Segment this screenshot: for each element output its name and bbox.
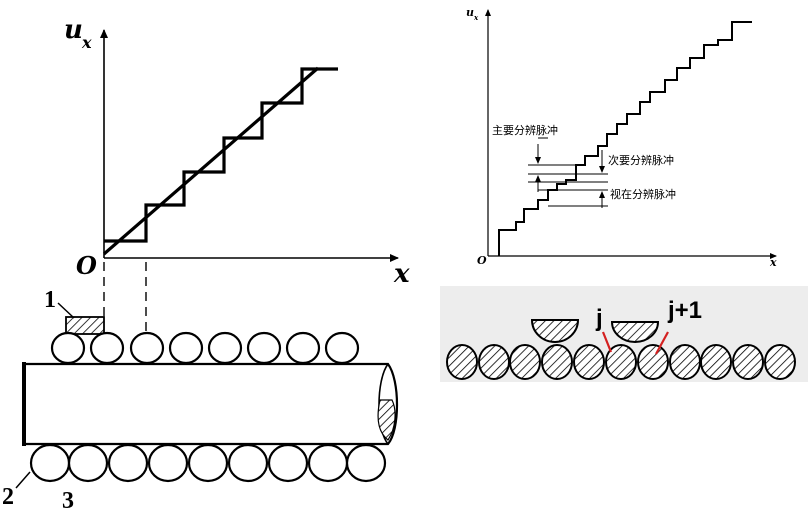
ball — [605, 344, 637, 380]
ball — [669, 344, 701, 380]
right-origin-label: O — [477, 254, 487, 267]
left-diagram: u x x O 1 — [2, 15, 410, 514]
right-chart: u x x O 主要分辨脉冲 次要分辨脉冲 视在分辨脉冲 — [466, 6, 777, 269]
grating-sensor-j-plus-1 — [610, 321, 660, 343]
grating-label-j-plus-1: j+1 — [667, 297, 702, 324]
grating-ball-row — [446, 344, 796, 380]
grating-leader-j-plus-1 — [655, 331, 669, 355]
grating-diagram: j j+1 — [440, 286, 808, 382]
ball — [324, 331, 360, 365]
primary-pulse-marker — [535, 137, 548, 192]
left-sensor-block — [65, 316, 105, 335]
ball — [345, 443, 387, 483]
ball — [168, 331, 204, 365]
ball — [147, 443, 189, 483]
left-staircase — [104, 67, 338, 243]
ball — [227, 443, 269, 483]
right-reference-lines — [528, 164, 608, 207]
left-rod — [22, 362, 399, 446]
right-y-axis-subscript: x — [473, 13, 479, 22]
grating-sensor-j — [530, 319, 580, 343]
left-x-axis-label: x — [393, 259, 410, 289]
ball — [637, 344, 669, 380]
annotation-apparent-pulse: 视在分辨脉冲 — [610, 187, 676, 201]
ball — [29, 443, 71, 483]
left-bottom-ball-row — [29, 443, 387, 483]
ball — [246, 331, 282, 365]
ball — [89, 331, 125, 365]
ball — [207, 331, 243, 365]
ball — [50, 331, 86, 365]
ball — [307, 443, 349, 483]
ball — [541, 344, 573, 380]
ball — [187, 443, 229, 483]
ball — [129, 331, 165, 365]
left-y-axis-subscript: x — [81, 33, 92, 52]
annotation-secondary-pulse: 次要分辨脉冲 — [608, 153, 674, 167]
ball — [107, 443, 149, 483]
ball — [573, 344, 605, 380]
ball — [478, 344, 510, 380]
left-leader-1 — [57, 302, 75, 319]
right-y-axis-label: u — [466, 6, 474, 19]
left-top-ball-row — [50, 331, 360, 365]
annotation-primary-pulse: 主要分辨脉冲 — [492, 123, 558, 137]
left-label-1: 1 — [44, 287, 56, 313]
left-label-3: 3 — [62, 488, 74, 514]
left-label-2: 2 — [2, 484, 14, 510]
right-staircase — [498, 21, 752, 256]
ball — [700, 344, 732, 380]
left-y-axis-label: u — [64, 15, 83, 45]
right-x-axis-label: x — [769, 256, 777, 269]
ball — [67, 443, 109, 483]
left-leader-2 — [15, 471, 31, 489]
ball — [764, 344, 796, 380]
ball — [267, 443, 309, 483]
left-origin-label: O — [76, 251, 97, 280]
ball — [446, 344, 478, 380]
ball — [285, 331, 321, 365]
ball — [732, 344, 764, 380]
grating-leader-j — [601, 331, 613, 353]
left-ideal-line — [102, 66, 320, 256]
ball — [509, 344, 541, 380]
grating-label-j: j — [595, 305, 603, 332]
